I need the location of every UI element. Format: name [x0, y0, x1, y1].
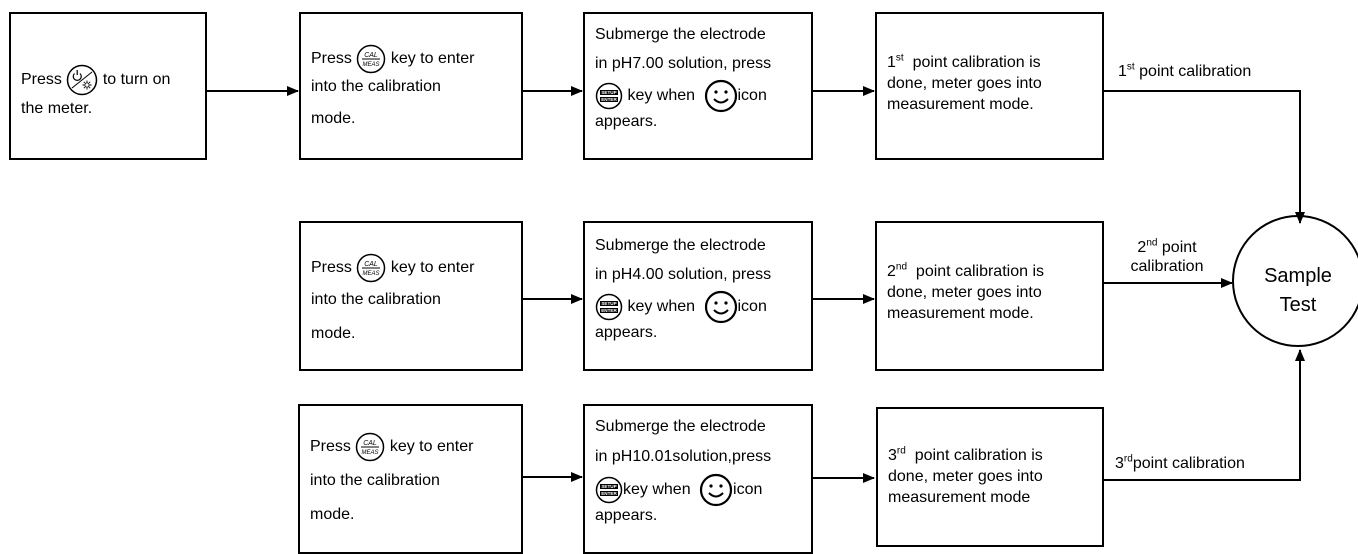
smiley-face-icon: [704, 79, 737, 113]
cal-meas-key-icon: CAL MEAS: [357, 44, 386, 74]
edge-label-2nd-point: 2nd point calibration: [1130, 237, 1204, 275]
svg-text:ENTER: ENTER: [601, 308, 617, 313]
arrow-done1-to-sample: [1104, 90, 1305, 224]
edge-label-1st-point: 1st point calibration: [1118, 61, 1252, 80]
svg-text:MEAS: MEAS: [362, 450, 379, 456]
submerge-box-ph10: Submerge the electrode in pH10.01solutio…: [583, 404, 813, 554]
smiley-face-icon: [704, 290, 737, 324]
svg-text:CAL: CAL: [365, 261, 379, 268]
calibration-done-box-2: 2nd point calibration is done, meter goe…: [875, 221, 1104, 371]
svg-text:SETUP: SETUP: [601, 90, 616, 95]
cal-mode-box-1: Press CAL MEAS key to enter into the cal…: [299, 12, 523, 160]
svg-text:ENTER: ENTER: [601, 491, 617, 496]
setup-enter-key-icon: SETUP ENTER: [595, 82, 623, 110]
smiley-face-icon: [699, 473, 733, 507]
step-power-on-box: Press to turn on the meter.: [9, 12, 207, 160]
cal-mode-box-3: Press CAL MEAS key to enter into the cal…: [298, 404, 523, 554]
arrow-done3-to-sample: [1104, 349, 1305, 481]
svg-text:ENTER: ENTER: [601, 97, 617, 102]
cal-meas-key-icon: CAL MEAS: [357, 253, 386, 283]
svg-text:SETUP: SETUP: [601, 484, 616, 489]
submerge-box-ph7: Submerge the electrode in pH7.00 solutio…: [583, 12, 813, 160]
power-light-key-icon: [67, 64, 98, 96]
sample-test-label: Sample Test: [1264, 265, 1332, 316]
setup-enter-key-icon: SETUP ENTER: [595, 293, 623, 321]
power-line-2: the meter.: [21, 100, 93, 117]
calibration-done-box-1: 1st point calibration is done, meter goe…: [875, 12, 1104, 160]
cal-meas-key-icon: CAL MEAS: [356, 432, 385, 462]
svg-text:CAL: CAL: [364, 440, 378, 447]
submerge-box-ph4: Submerge the electrode in pH4.00 solutio…: [583, 221, 813, 371]
svg-text:MEAS: MEAS: [363, 62, 380, 68]
edge-label-3rd-point: 3rdpoint calibration: [1115, 453, 1245, 472]
power-line: Press to turn on: [21, 64, 199, 96]
svg-text:CAL: CAL: [365, 52, 379, 59]
setup-enter-key-icon: SETUP ENTER: [595, 476, 623, 504]
sample-test-node: [1232, 215, 1358, 347]
cal-mode-box-2: Press CAL MEAS key to enter into the cal…: [299, 221, 523, 371]
calibration-done-box-3: 3rd point calibration is done, meter goe…: [876, 407, 1104, 547]
svg-text:SETUP: SETUP: [601, 301, 616, 306]
svg-text:MEAS: MEAS: [363, 271, 380, 277]
